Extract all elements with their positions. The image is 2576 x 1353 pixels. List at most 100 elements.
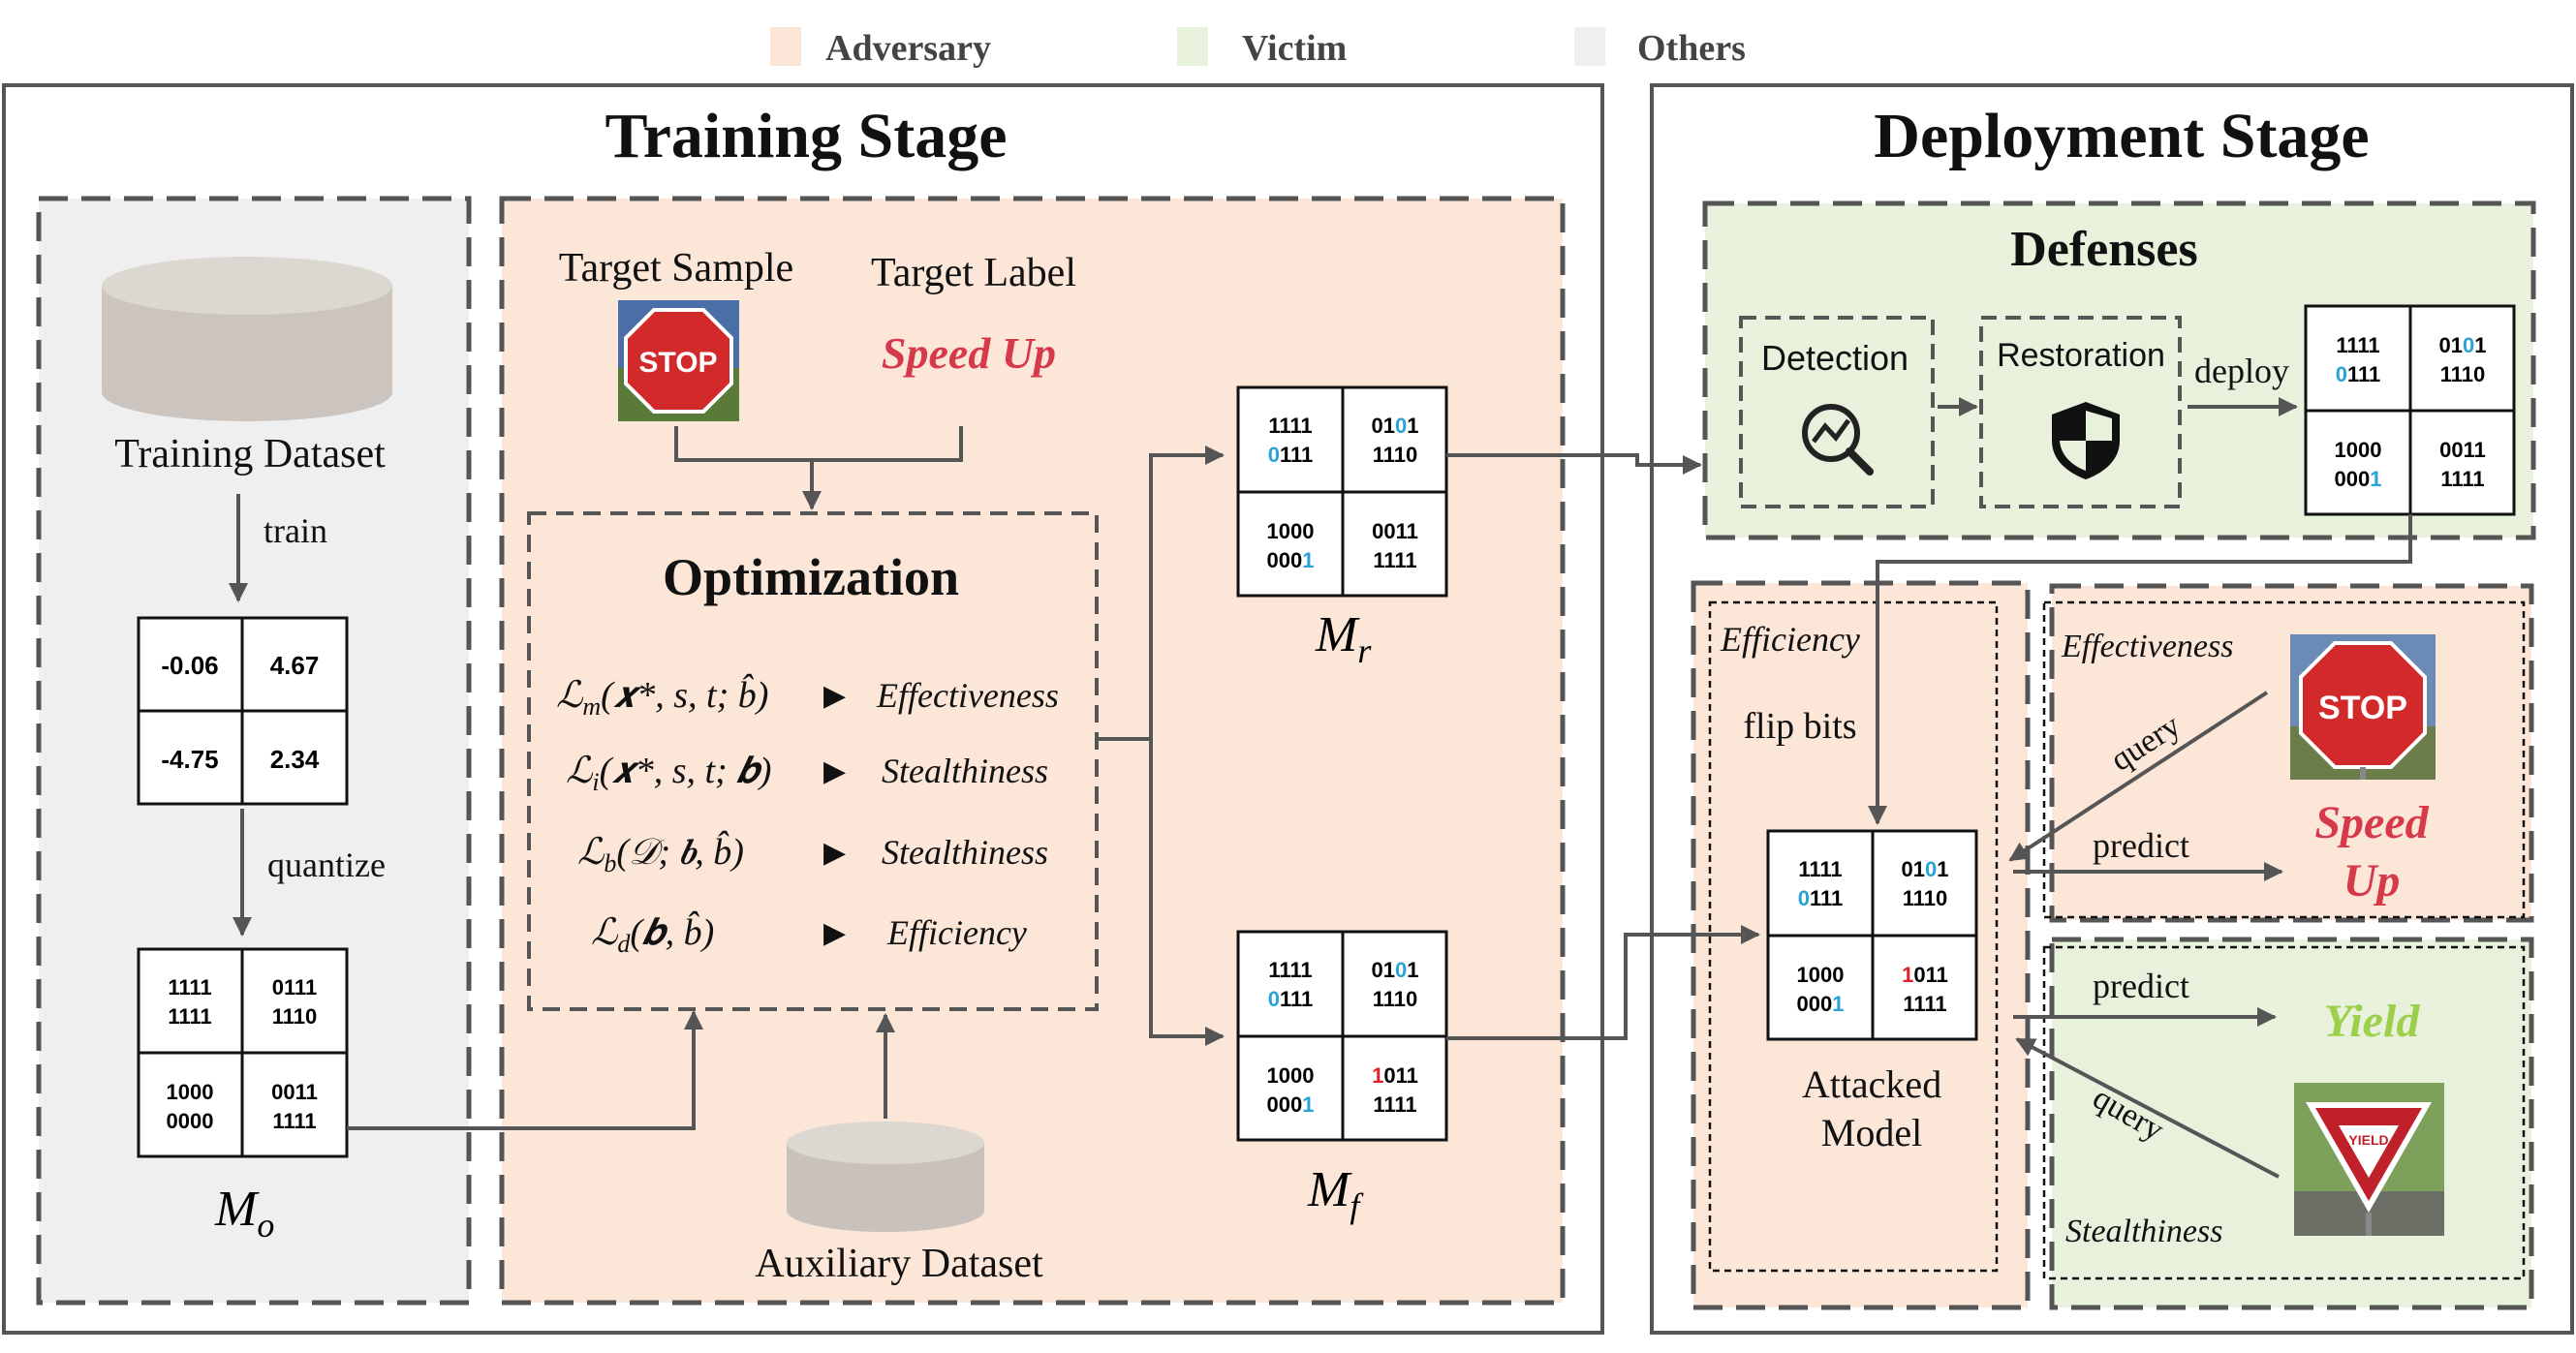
bit-cell: 1111 [1268, 414, 1312, 438]
bit-cell: 0001 [1267, 1092, 1315, 1117]
bit-cell: 1111 [1373, 548, 1416, 572]
training-dataset-icon [102, 257, 392, 421]
bit-cell: 1000 [2335, 438, 2382, 462]
bit-cell: 0001 [1797, 992, 1845, 1016]
float-cell: 2.34 [270, 745, 320, 774]
query-yield-arrow [2015, 1037, 2280, 1179]
bit-cell: 1110 [1903, 886, 1948, 910]
loss-goal: Stealthiness [882, 833, 1048, 872]
legend-swatch-adversary [770, 27, 801, 66]
bit-cell: 0000 [167, 1109, 214, 1133]
bit-cell: 0111 [272, 975, 318, 999]
target-label-label: Target Label [871, 251, 1076, 295]
optimization-box [527, 511, 1099, 1011]
bit-cell: 1011 [1902, 963, 1948, 987]
deployed-matrix: 1111 0111 0101 1110 1000 0001 0011 1111 [2304, 304, 2516, 516]
bit-cell: 1110 [2440, 362, 2486, 386]
legend: Adversary Victim Others [770, 27, 1746, 69]
float-weight-matrix: -0.06 4.67 -4.75 2.34 [137, 616, 349, 806]
bit-cell: 1111 [2440, 467, 2484, 491]
mo-label: Mo [214, 1182, 274, 1245]
loss-term: ℒd(𝒃, b̂) [591, 910, 714, 958]
float-cell: -0.06 [161, 651, 218, 680]
deployed-to-attacked-arrow [1868, 514, 2412, 825]
yield-label: Yield [2324, 996, 2421, 1047]
stop-sign-image-deploy: STOP [2290, 634, 2436, 780]
detection-box [1739, 316, 1935, 508]
quantized-matrix-mo: 1111 1111 0111 1110 1000 0000 0011 1111 [137, 947, 349, 1158]
float-cell: 4.67 [270, 651, 320, 680]
triangle-icon: ▶ [823, 917, 846, 949]
mr-to-defenses-arrow [1446, 453, 1702, 475]
loss-goal: Stealthiness [882, 752, 1048, 790]
loss-term: ℒi(𝒙*, s, t; 𝒃) [566, 751, 771, 796]
bit-cell: 0101 [1372, 958, 1419, 982]
mf-matrix: 1111 0111 0101 1110 1000 0001 1011 1111 [1236, 930, 1448, 1142]
float-cell: -4.75 [161, 745, 218, 774]
bit-cell: 0111 [1798, 886, 1844, 910]
loss-term: ℒm(𝒙*, s, t; b̂) [556, 673, 768, 721]
auxiliary-dataset-icon [787, 1122, 984, 1232]
bit-cell: 1000 [1267, 1063, 1315, 1088]
training-dataset-label: Training Dataset [114, 432, 386, 477]
stop-sign-image: STOP [618, 300, 739, 421]
bit-cell: 0011 [1372, 519, 1418, 543]
legend-swatch-others [1574, 27, 1605, 66]
bit-cell: 0001 [1267, 548, 1315, 572]
auxiliary-dataset-label: Auxiliary Dataset [755, 1242, 1043, 1286]
legend-swatch-victim [1177, 27, 1208, 66]
deploy-label: deploy [2194, 352, 2289, 390]
optimization-title: Optimization [663, 548, 959, 606]
stop-sign-text: STOP [2318, 690, 2407, 726]
flip-bits-label: flip bits [1743, 706, 1856, 747]
mo-to-optimization-arrow [347, 1010, 703, 1130]
legend-others-label: Others [1637, 28, 1746, 69]
bit-cell: 1111 [2336, 333, 2379, 357]
stealthiness-label: Stealthiness [2065, 1214, 2222, 1249]
bit-cell: 1111 [1268, 958, 1312, 982]
target-sample-label: Target Sample [559, 246, 793, 291]
bit-cell: 0111 [2336, 362, 2381, 386]
detection-label: Detection [1761, 338, 1909, 378]
efficiency-label: Efficiency [1720, 620, 1860, 659]
bit-cell: 0101 [2439, 333, 2487, 357]
triangle-icon: ▶ [823, 755, 846, 787]
mf-to-attacked-arrow [1446, 925, 1760, 1040]
bit-cell: 0101 [1372, 414, 1419, 438]
attacked-model-label-line2: Model [1821, 1111, 1922, 1154]
bit-cell: 1111 [168, 1004, 211, 1029]
bit-cell: 0111 [1268, 987, 1314, 1011]
loss-list: ℒm(𝒙*, s, t; b̂) ▶ Effectiveness ℒi(𝒙*, … [556, 673, 1059, 958]
target-connector [674, 426, 963, 462]
magnifier-chart-icon [1802, 404, 1874, 476]
mf-label: Mf [1307, 1162, 1364, 1225]
restoration-label: Restoration [1997, 337, 2165, 374]
bit-cell: 1111 [1798, 857, 1842, 881]
legend-adversary-label: Adversary [825, 28, 991, 69]
mr-label: Mr [1315, 607, 1372, 670]
predict-label-bottom: predict [2093, 967, 2189, 1005]
predict-label-top: predict [2093, 826, 2189, 865]
legend-victim-label: Victim [1242, 28, 1347, 69]
loss-goal: Efficiency [886, 913, 1027, 952]
bit-cell: 1111 [168, 975, 211, 999]
bit-cell: 1000 [167, 1080, 214, 1104]
effectiveness-inner-box [2042, 600, 2526, 919]
bit-cell: 1000 [1267, 519, 1315, 543]
bit-cell: 1011 [1372, 1063, 1418, 1088]
speed-up-line1: Speed [2314, 797, 2429, 848]
attacked-model-label-line1: Attacked [1802, 1062, 1941, 1106]
bit-cell: 1110 [1373, 987, 1418, 1011]
bit-cell: 0101 [1902, 857, 1949, 881]
mr-matrix: 1111 0111 0101 1110 1000 0001 0011 1111 [1236, 385, 1448, 598]
bit-cell: 0001 [2335, 467, 2382, 491]
shield-icon [2052, 402, 2120, 479]
deployment-stage-title: Deployment Stage [1874, 101, 2369, 171]
loss-goal: Effectiveness [876, 676, 1059, 715]
stealthiness-panel [2049, 937, 2534, 1310]
bit-cell: 1110 [1373, 443, 1418, 467]
target-label-value: Speed Up [882, 328, 1056, 378]
bit-cell: 1111 [272, 1109, 316, 1133]
bit-cell: 0011 [2439, 438, 2486, 462]
